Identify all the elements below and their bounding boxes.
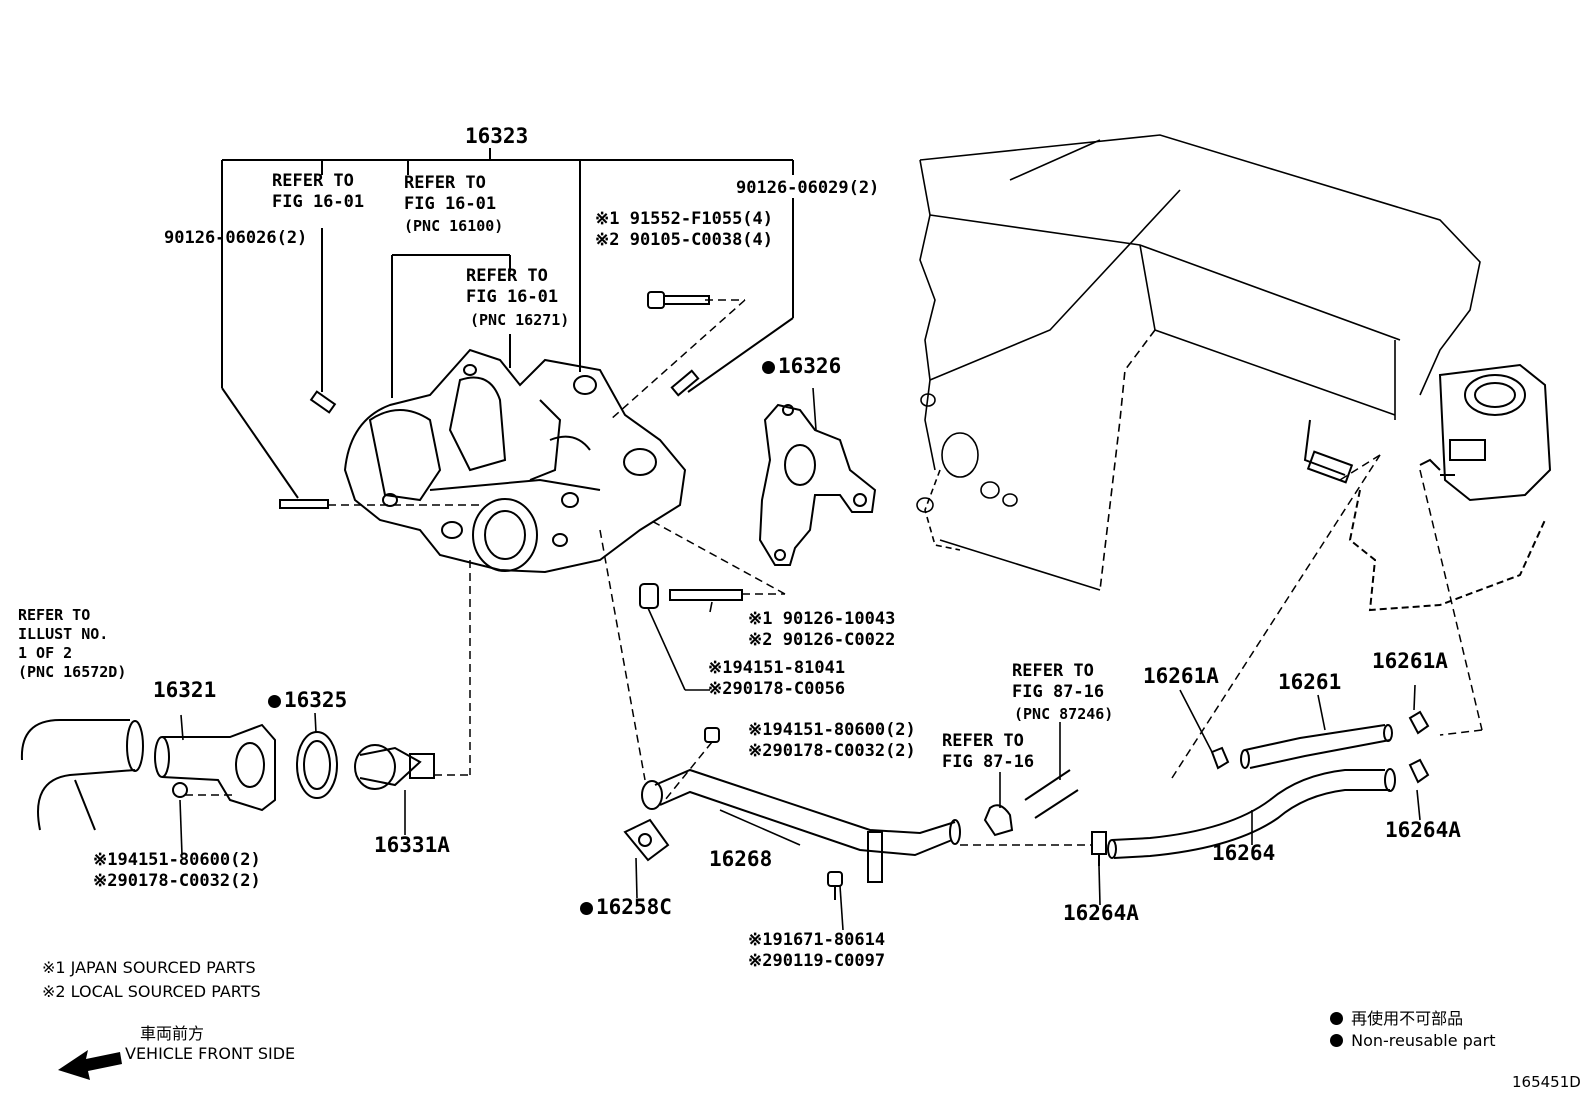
callout-refer-fig-87-16-a: REFER TO FIG 87-16	[1012, 661, 1105, 702]
callout-pnc-16100: (PNC 16100)	[404, 217, 504, 235]
non-reusable-dot-icon	[1330, 1034, 1343, 1047]
non-reusable-dot-icon	[268, 695, 281, 708]
callout-refer-fig-16-01-c: REFER TO FIG 16-01	[466, 266, 559, 307]
callout-stud-note: ※1 90126-10043 ※2 90126-C0022	[748, 609, 896, 650]
legend-non-reusable-en: Non-reusable part	[1330, 1031, 1495, 1050]
water-pipe-16268	[641, 768, 961, 883]
clamp-16264A-bottom	[1091, 831, 1107, 855]
clamps-16261A-16264A	[1210, 710, 1430, 784]
callout-nut-note: ※194151-81041 ※290178-C0056	[708, 658, 846, 699]
callout-refer-fig-87-16-b: REFER TO FIG 87-16	[942, 731, 1035, 772]
callout-16264A-bottom: 16264A	[1063, 901, 1139, 925]
callout-90126-06026: 90126-06026(2)	[164, 228, 308, 248]
legend-front-en: VEHICLE FRONT SIDE	[125, 1044, 296, 1063]
engine-block	[916, 134, 1481, 591]
water-outlet-16321	[154, 723, 276, 812]
ring-16325	[296, 731, 338, 799]
legend-japan-sourced: ※1 JAPAN SOURCED PARTS	[42, 958, 256, 977]
callout-16321: 16321	[153, 678, 217, 702]
callout-16258C: 16258C	[580, 897, 672, 918]
callout-pnc-87246: (PNC 87246)	[1014, 705, 1114, 723]
water-pump-housing	[343, 348, 687, 574]
gasket-16258C	[623, 818, 670, 862]
thermostat-16331A	[354, 744, 435, 790]
legend-non-reusable-jp: 再使用不可部品	[1330, 1005, 1463, 1029]
callout-16261: 16261	[1278, 670, 1342, 694]
figure-id: 165451D	[1512, 1073, 1581, 1091]
hose-clamp	[983, 804, 1014, 837]
gasket-16326	[758, 403, 877, 566]
vehicle-front-arrow-icon	[58, 1050, 122, 1080]
callout-16261A-left: 16261A	[1143, 664, 1219, 688]
callout-refer-fig-16-01-b: REFER TO FIG 16-01	[404, 173, 497, 214]
throttle-body	[1303, 363, 1552, 612]
hose-16264	[1107, 768, 1396, 859]
callout-16323: 16323	[465, 124, 529, 148]
callout-thermo-nut-note: ※194151-80600(2) ※290178-C0032(2)	[93, 850, 261, 891]
callout-16261A-right: 16261A	[1372, 649, 1448, 673]
callout-16326: 16326	[762, 356, 841, 377]
hose-16261	[1240, 724, 1393, 769]
callout-bolt-note: ※1 91552-F1055(4) ※2 90105-C0038(4)	[595, 209, 774, 250]
non-reusable-dot-icon	[580, 902, 593, 915]
callout-16325: 16325	[268, 690, 347, 711]
callout-refer-fig-16-01-a: REFER TO FIG 16-01	[272, 171, 365, 212]
callout-16264: 16264	[1212, 841, 1276, 865]
callout-refer-illust: REFER TO ILLUST NO. 1 OF 2 (PNC 16572D)	[18, 606, 127, 681]
callout-90126-06029: 90126-06029(2)	[736, 178, 880, 198]
radiator-hose	[20, 719, 144, 831]
callout-16264A-right: 16264A	[1385, 818, 1461, 842]
callout-pnc-16271: (PNC 16271)	[470, 311, 570, 329]
callout-pipe-nut-note: ※194151-80600(2) ※290178-C0032(2)	[748, 720, 916, 761]
callout-16268: 16268	[709, 847, 773, 871]
stud-bolts	[279, 291, 843, 900]
legend-front-jp: 車両前方	[140, 1024, 205, 1043]
bracket-16323	[221, 148, 794, 499]
hose-87246	[1024, 769, 1079, 819]
legend-local-sourced: ※2 LOCAL SOURCED PARTS	[42, 982, 261, 1001]
non-reusable-dot-icon	[762, 361, 775, 374]
callout-bracket-bolt-note: ※191671-80614 ※290119-C0097	[748, 930, 886, 971]
callout-16331A: 16331A	[374, 833, 450, 857]
non-reusable-dot-icon	[1330, 1012, 1343, 1025]
